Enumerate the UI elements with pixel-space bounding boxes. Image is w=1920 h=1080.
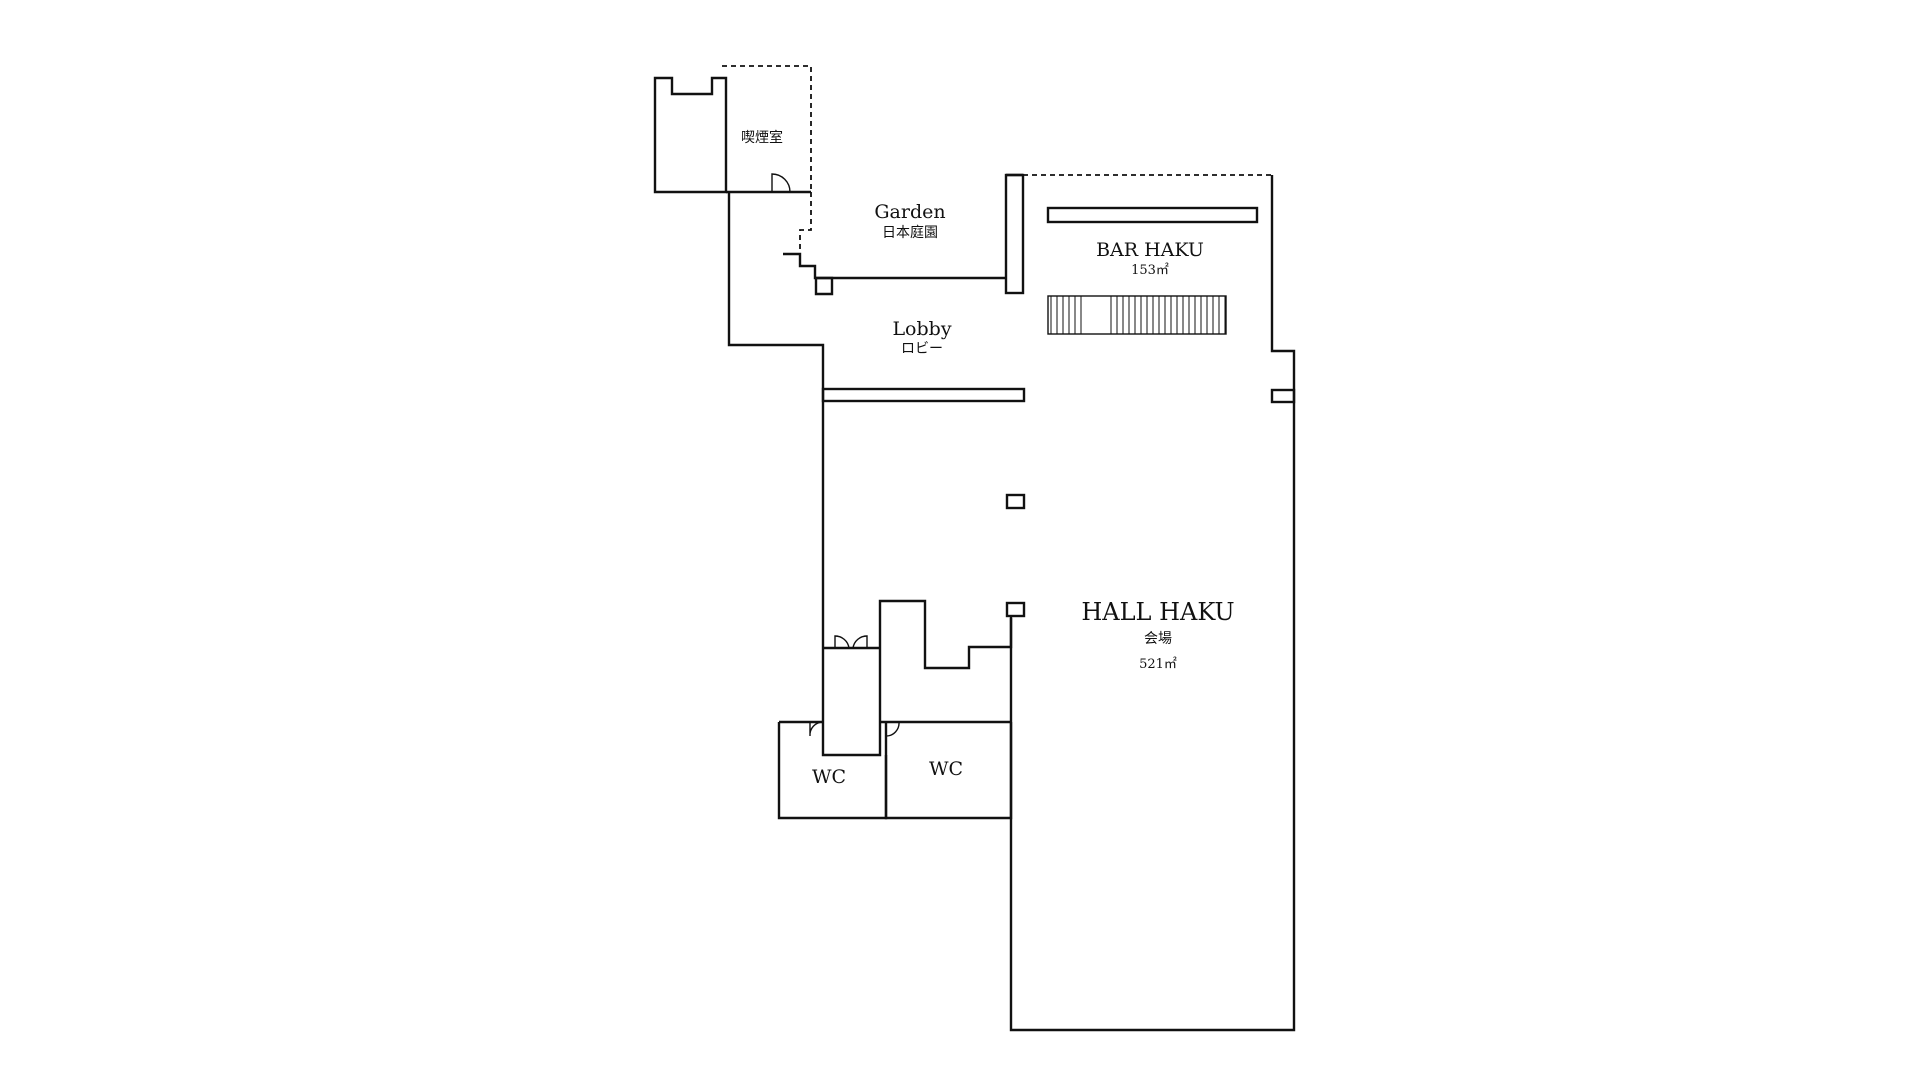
right-wall-notch	[1270, 388, 1296, 404]
lobby-outer-wall	[727, 192, 825, 648]
lobby-label-jp: ロビー	[901, 341, 943, 357]
garden-label: Garden	[874, 201, 945, 223]
hall-area: 521㎡	[1139, 657, 1177, 672]
smoking-room-label: 喫煙室	[741, 129, 783, 146]
garden-boundary	[783, 192, 1006, 296]
lobby-partition	[821, 387, 1026, 403]
door-swing-icon	[809, 721, 824, 737]
wc-right-label: WC	[929, 758, 963, 780]
double-door-icon	[834, 635, 868, 649]
bar-counter	[1046, 206, 1259, 224]
column	[1005, 601, 1026, 618]
bar-area: 153㎡	[1131, 263, 1169, 278]
column	[1005, 493, 1026, 510]
door-swing-icon	[771, 173, 791, 193]
smoking-room	[653, 65, 812, 194]
service-block	[821, 599, 1013, 757]
hall-label: HALL HAKU	[1081, 598, 1234, 626]
wc-left-label: WC	[812, 766, 846, 788]
hall-label-jp: 会場	[1144, 631, 1172, 647]
garden-label-jp: 日本庭園	[882, 224, 938, 241]
bar-pier	[1004, 173, 1025, 295]
wc-right-room	[884, 721, 1013, 820]
bar-label: BAR HAKU	[1096, 239, 1204, 261]
hall-outer-wall	[1006, 173, 1296, 1032]
stairs-icon	[1047, 295, 1227, 335]
lobby-label: Lobby	[892, 318, 951, 340]
door-swing-icon	[885, 721, 900, 737]
